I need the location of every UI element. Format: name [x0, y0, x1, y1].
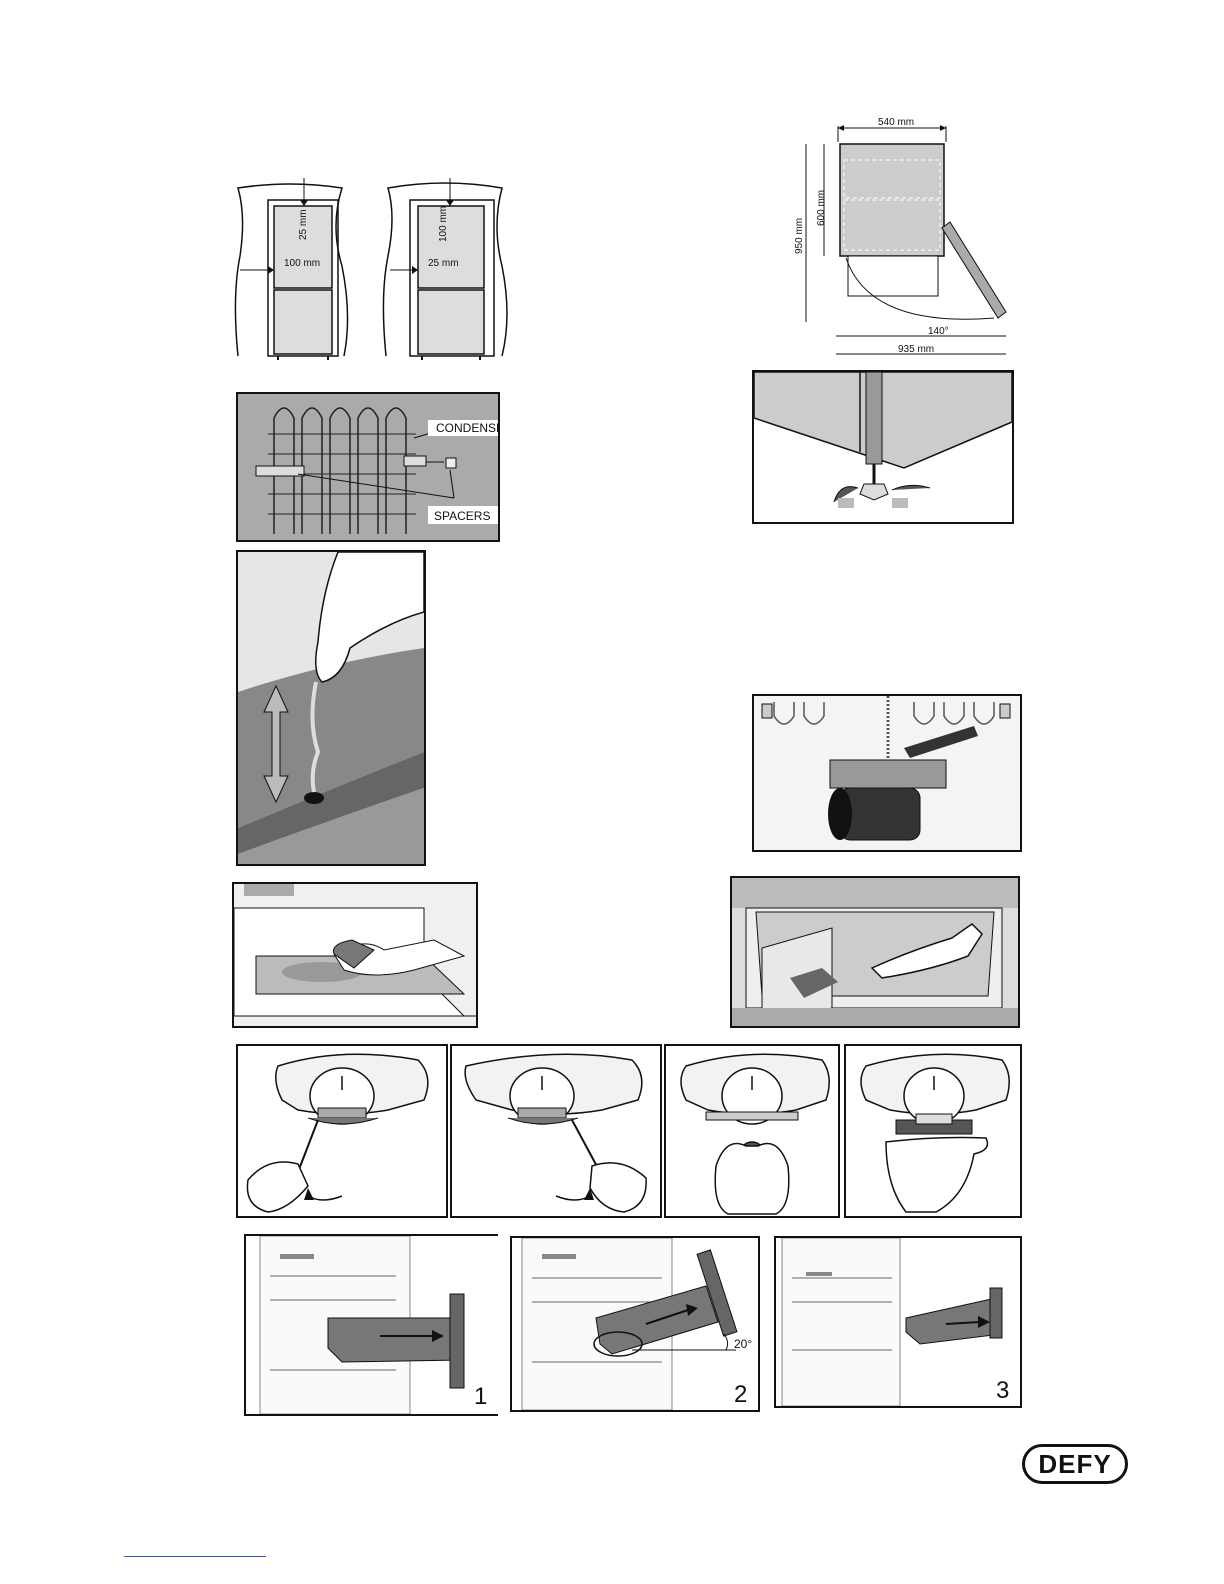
dimensions-diagram: 540 mm 600 mm 950 mm 140° 935 mm	[790, 118, 1020, 366]
crisper-step-3-number: 3	[996, 1377, 1009, 1404]
light-cover-step-2	[450, 1044, 662, 1218]
drawer-removal-diagram	[730, 876, 1020, 1028]
clearance-right-side: 25 mm	[428, 258, 459, 269]
crisper-step-2: 20° 2	[510, 1236, 760, 1412]
footer-rule	[124, 1556, 266, 1557]
dimension-width: 540 mm	[878, 118, 914, 128]
light-cover-step-1	[236, 1044, 448, 1218]
dimension-height: 950 mm	[794, 218, 805, 254]
crisper-step-1: 1	[244, 1234, 498, 1416]
clearance-left-top: 25 mm	[298, 209, 309, 240]
crisper-step-2-number: 2	[734, 1381, 747, 1408]
clearance-right-top: 100 mm	[438, 206, 449, 242]
light-cover-step-3	[664, 1044, 840, 1218]
wiping-water-diagram	[232, 882, 478, 1028]
crisper-step-1-number: 1	[474, 1383, 487, 1410]
drain-hole-diagram	[236, 550, 426, 866]
light-cover-step-4	[844, 1044, 1022, 1218]
spacers-label: SPACERS	[434, 509, 490, 523]
crisper-tilt-angle: 20°	[734, 1337, 752, 1351]
clearance-diagram: 25 mm 100 mm 100 mm 25 mm	[230, 176, 520, 362]
compressor-tray-diagram	[752, 694, 1022, 852]
levelling-foot-diagram	[752, 370, 1014, 524]
dimension-open-depth: 935 mm	[898, 344, 934, 355]
condenser-spacers-diagram: CONDENSER SPACERS	[236, 392, 500, 542]
dimension-depth: 600 mm	[816, 190, 827, 226]
clearance-left-side: 100 mm	[284, 258, 320, 269]
condenser-label: CONDENSER	[436, 421, 498, 435]
crisper-step-3: 3	[774, 1236, 1022, 1408]
defy-logo: DEFY	[1022, 1444, 1128, 1484]
logo-text: DEFY	[1038, 1449, 1111, 1480]
dimension-angle: 140°	[928, 326, 949, 337]
